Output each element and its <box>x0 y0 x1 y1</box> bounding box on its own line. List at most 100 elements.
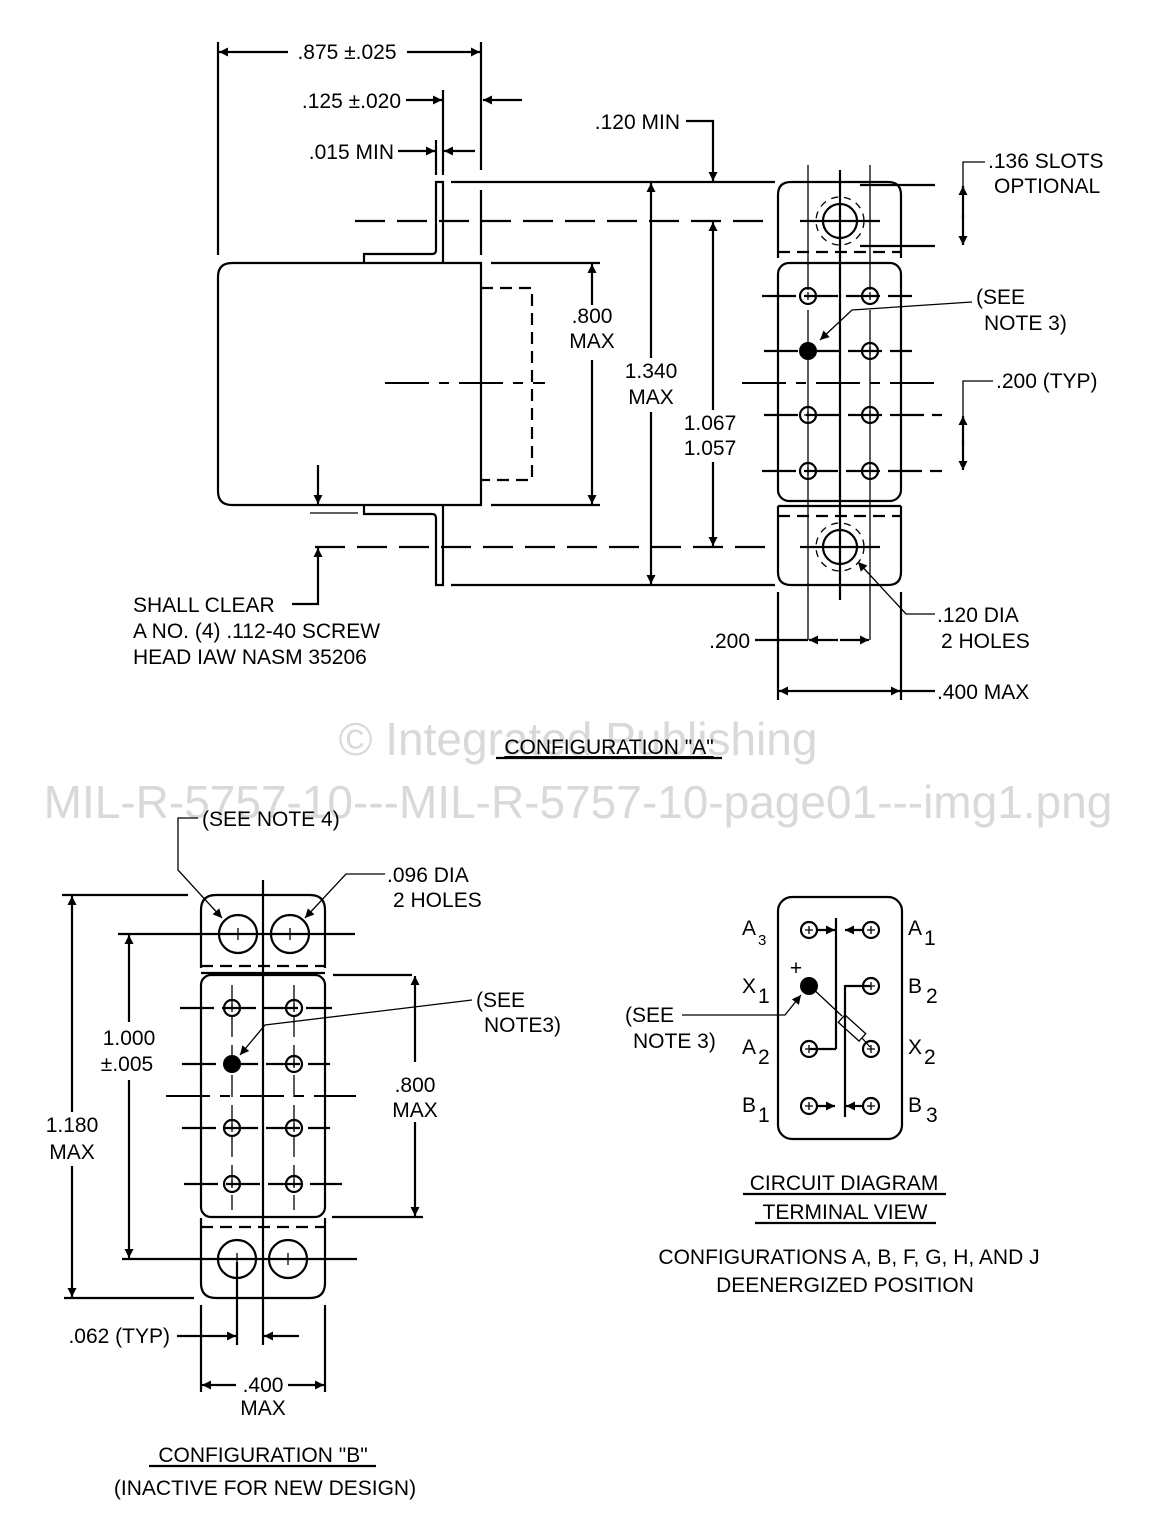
dim-hole-dia-1: .120 DIA <box>937 604 1019 627</box>
circuit-terminal-b3 <box>861 1096 881 1116</box>
terminal-grid-a <box>798 286 880 481</box>
dim-column-spacing: .200 <box>709 630 750 653</box>
b-dim-offset: .062 (TYP) <box>68 1325 170 1348</box>
svg-text:A: A <box>742 917 756 940</box>
terminal <box>798 405 818 425</box>
terminal <box>284 1054 304 1074</box>
terminal <box>222 1174 242 1194</box>
coil-resistor <box>837 1013 867 1043</box>
watermark: © Integrated Publishing MIL-R-5757-10---… <box>44 713 1113 828</box>
config-a-title: CONFIGURATION "A" <box>504 736 713 759</box>
b-dim-body-height-1: .800 <box>395 1074 436 1097</box>
b-dim-width-2: MAX <box>240 1397 286 1420</box>
top-mounting-lug <box>362 180 445 263</box>
config-a-side-view: .875 ±.025 .125 ±.020 .015 MIN .800 MAX … <box>133 41 775 669</box>
terminal <box>284 1174 304 1194</box>
terminal <box>284 1118 304 1138</box>
svg-text:B: B <box>908 975 922 998</box>
circuit-terminal-b2 <box>861 976 881 996</box>
svg-text:A: A <box>908 917 922 940</box>
hidden-header-outline <box>481 286 534 482</box>
dim-hole-spacing-1: 1.067 <box>684 412 737 435</box>
terminal <box>860 461 880 481</box>
svg-text:1: 1 <box>758 985 770 1008</box>
leader-136-slots <box>962 161 985 186</box>
terminal-grid-b <box>222 998 304 1194</box>
svg-text:1: 1 <box>924 927 936 950</box>
b-leader-see-note-4 <box>177 817 223 919</box>
b-leader-see-note-3 <box>239 999 473 1056</box>
watermark-line-2: MIL-R-5757-10---MIL-R-5757-10-page01---i… <box>44 776 1113 828</box>
terminal <box>860 341 880 361</box>
dim-slots-2: OPTIONAL <box>994 175 1100 198</box>
leader-200-typ <box>962 380 993 416</box>
leader-see-note-3 <box>819 301 973 341</box>
b-dim-overall-height-1: 1.180 <box>46 1114 99 1137</box>
dim-body-height-1: .800 <box>572 305 613 328</box>
svg-text:A: A <box>742 1036 756 1059</box>
bottom-mounting-lug <box>362 505 445 587</box>
circuit-terminal-a3 <box>799 920 819 940</box>
b-dim-hole-dia-1: .096 DIA <box>387 864 469 887</box>
terminal <box>798 461 818 481</box>
config-a-front-view: (SEE NOTE 3) .136 SLOTS OPTIONAL .200 (T… <box>709 150 1103 704</box>
circuit-title-2: TERMINAL VIEW <box>763 1201 928 1224</box>
dim-overall-width: .875 ±.025 <box>297 41 396 64</box>
see-note-3-line-1: (SEE <box>976 286 1025 309</box>
dim-pitch: .200 (TYP) <box>996 370 1098 393</box>
circuit-see-note-3-2: NOTE 3) <box>633 1030 716 1053</box>
dim-terminal-offset: .125 ±.020 <box>302 90 401 113</box>
circuit-terminal-a2 <box>799 1039 819 1059</box>
svg-text:X: X <box>742 975 756 998</box>
leader-120-min <box>686 119 718 181</box>
svg-text:2: 2 <box>758 1046 770 1069</box>
label-a3: A3 <box>742 917 766 949</box>
circuit-title-1: CIRCUIT DIAGRAM <box>750 1172 939 1195</box>
circuit-terminal-x2 <box>861 1039 881 1059</box>
clearance-note-2: A NO. (4) .112-40 SCREW <box>133 620 380 643</box>
circuit-outline <box>776 895 904 1141</box>
circuit-plus-sign: + <box>790 957 802 980</box>
dim-slots-1: .136 SLOTS <box>988 150 1104 173</box>
svg-text:X: X <box>908 1036 922 1059</box>
terminal-x1-solid <box>799 342 817 360</box>
leader-120-dia <box>857 561 935 615</box>
svg-text:B: B <box>742 1094 756 1117</box>
dim-width-max: .400 MAX <box>937 681 1029 704</box>
clearance-leader <box>292 548 323 606</box>
b-see-note-4: (SEE NOTE 4) <box>202 808 340 831</box>
b-see-note-3-1: (SEE <box>476 989 525 1012</box>
dim-overall-height-2: MAX <box>628 386 674 409</box>
watermark-line-1: © Integrated Publishing <box>339 713 818 765</box>
svg-text:3: 3 <box>926 1104 938 1127</box>
dim-overall-height-1: 1.340 <box>625 360 678 383</box>
terminal <box>860 405 880 425</box>
circuit-terminal-b1 <box>799 1096 819 1116</box>
config-b-subtitle: (INACTIVE FOR NEW DESIGN) <box>114 1477 416 1500</box>
circuit-terminal-a1 <box>861 920 881 940</box>
svg-text:2: 2 <box>924 1046 936 1069</box>
config-b-view: 1.180 MAX 1.000 ±.005 .800 MAX (SEE NOTE… <box>46 808 561 1420</box>
dim-lug-thickness: .015 MIN <box>309 141 394 164</box>
circuit-caption-2: DEENERGIZED POSITION <box>716 1274 974 1297</box>
b-dim-hole-spacing-1: 1.000 <box>103 1027 156 1050</box>
svg-text:3: 3 <box>758 932 766 949</box>
dim-hole-spacing-2: 1.057 <box>684 437 737 460</box>
terminal <box>798 286 818 306</box>
dim-hole-dia-2: 2 HOLES <box>941 630 1030 653</box>
terminal <box>860 286 880 306</box>
relay-body-outline <box>216 261 483 507</box>
terminal <box>222 1118 242 1138</box>
b-dim-width-1: .400 <box>243 1374 284 1397</box>
b-leader-096-dia <box>304 873 385 919</box>
circuit-terminal-x1 <box>800 977 818 995</box>
b-dim-body-height-2: MAX <box>392 1099 438 1122</box>
b-dim-hole-spacing-2: ±.005 <box>101 1053 153 1076</box>
